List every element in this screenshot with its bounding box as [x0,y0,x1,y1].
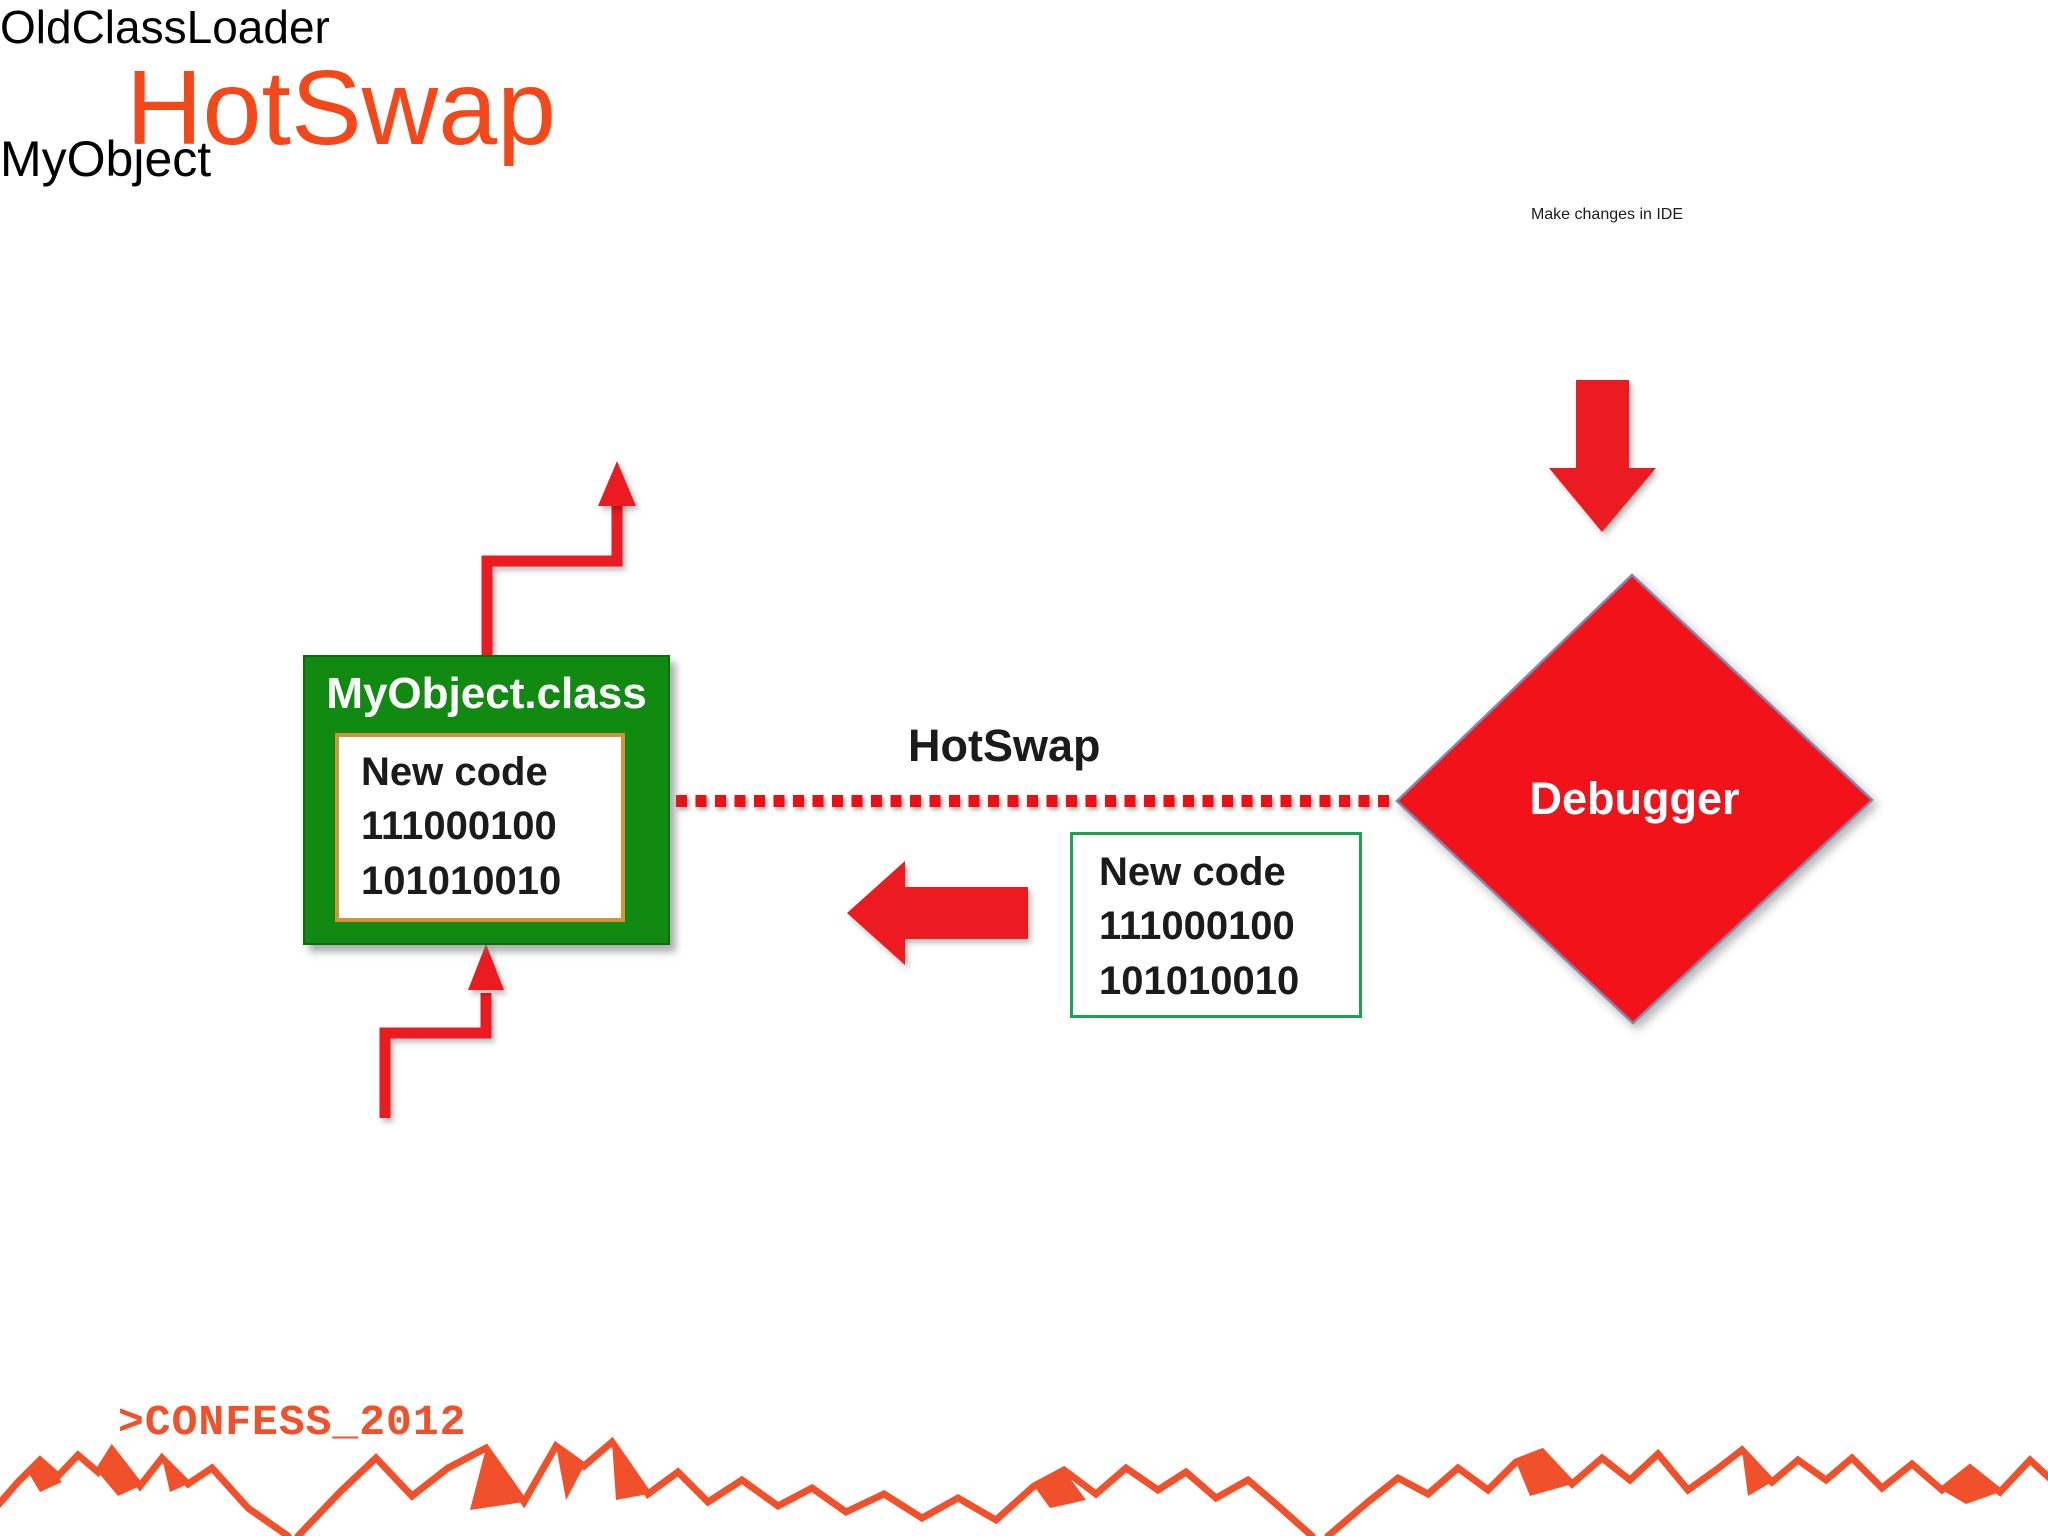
make-changes-in-ide-label: Make changes in IDE [1530,206,1684,223]
arrow-myobject-to-myobjectclass-icon [379,944,504,1118]
code-line: 101010010 [1099,958,1300,1003]
code-line: 111000100 [361,804,557,849]
arrow-myobjectclass-to-oldclassloader-icon [481,461,636,655]
debugger-label: Debugger [1529,773,1740,824]
new-code-box: New code 111000100 101010010 [1070,832,1362,1018]
code-line: New code [1099,850,1286,894]
embedded-new-code-box: New code 111000100 101010010 [335,733,625,922]
my-object-label: MyObject [0,131,212,187]
hotswap-connector-label: HotSwap [908,720,1101,771]
node-old-class-loader: OldClassLoader [0,0,414,130]
code-line: 111000100 [1099,904,1295,949]
slide-title: HotSwap [126,49,557,167]
mountain-range-graphic [0,1436,2048,1536]
down-arrow-icon [1549,380,1656,532]
code-line: New code [361,750,548,794]
code-line: 101010010 [361,858,562,903]
left-arrow-icon [847,861,1028,965]
my-object-class-label: MyObject.class [326,669,647,718]
node-my-object: MyObject [0,130,322,260]
old-class-loader-label: OldClassLoader [0,1,330,53]
conference-footer-label: >CONFESS_2012 [118,1398,467,1447]
debugger-diamond-shape [1395,573,1874,1025]
